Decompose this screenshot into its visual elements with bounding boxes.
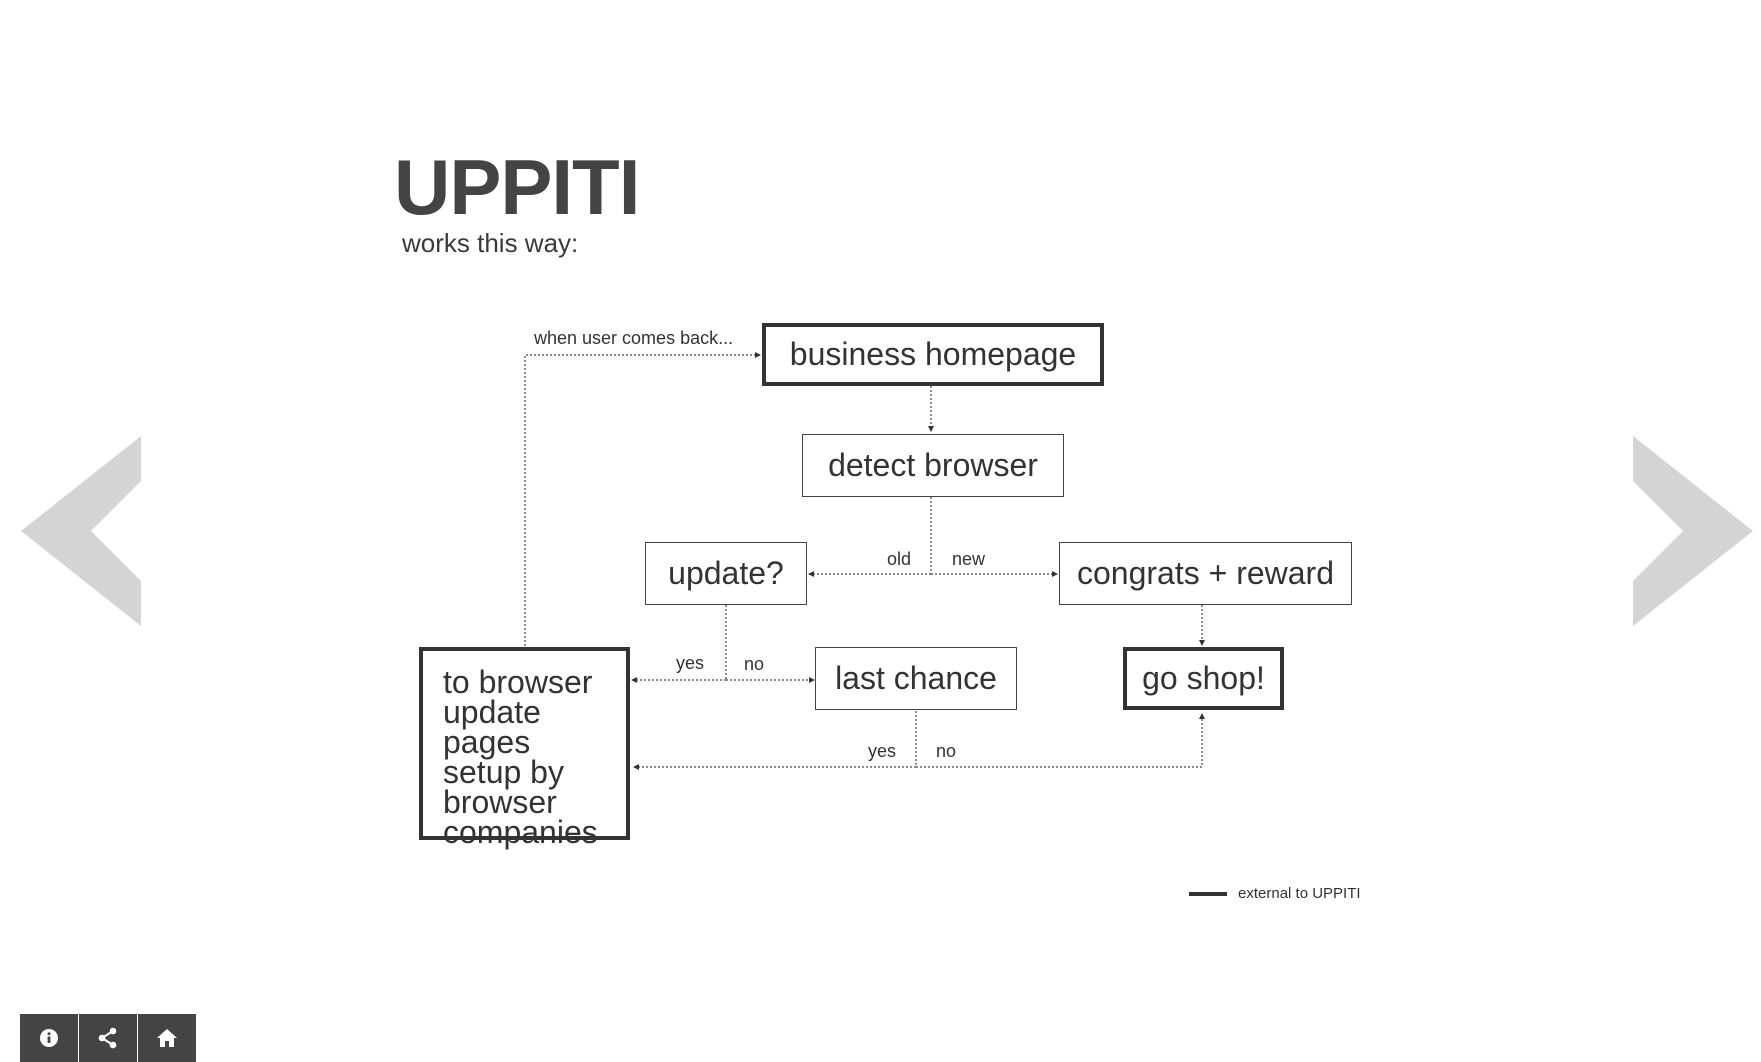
node-detect-browser: detect browser xyxy=(802,434,1064,497)
node-label: to browser update pages setup by browser… xyxy=(443,664,598,850)
legend-label: external to UPPITI xyxy=(1238,885,1361,902)
edge-label-update-no: no xyxy=(744,654,765,674)
edge-label-old: old xyxy=(887,549,912,569)
node-congrats-reward: congrats + reward xyxy=(1059,542,1352,605)
node-go-shop: go shop! xyxy=(1123,647,1284,710)
node-last-chance: last chance xyxy=(815,647,1017,710)
node-label: last chance xyxy=(835,660,997,696)
node-label: business homepage xyxy=(789,336,1077,372)
home-icon xyxy=(157,1029,177,1047)
node-update: update? xyxy=(645,542,807,605)
node-label: detect browser xyxy=(828,447,1038,483)
previous-slide-button[interactable] xyxy=(16,436,146,626)
home-button[interactable] xyxy=(138,1014,196,1062)
edge-label-update-yes: yes xyxy=(676,653,705,673)
node-business-homepage: business homepage xyxy=(762,323,1104,386)
bottom-toolbar xyxy=(20,1014,197,1062)
edge-label-last-no: no xyxy=(936,741,957,761)
edge-label-return: when user comes back... xyxy=(534,328,734,348)
legend: external to UPPITI xyxy=(1189,885,1361,902)
chevron-right-icon xyxy=(1633,436,1753,626)
info-icon xyxy=(40,1029,58,1047)
node-label: update? xyxy=(668,555,784,591)
edge-last-no xyxy=(916,713,1205,768)
chevron-left-icon xyxy=(21,436,141,626)
next-slide-button[interactable] xyxy=(1628,436,1758,626)
share-button[interactable] xyxy=(79,1014,137,1062)
share-icon xyxy=(98,1027,117,1049)
node-label: go shop! xyxy=(1142,660,1265,696)
edge-label-new: new xyxy=(952,549,986,569)
edge-return xyxy=(524,352,761,646)
node-label: congrats + reward xyxy=(1076,555,1334,591)
legend-swatch xyxy=(1189,891,1227,896)
page-title: UPPITI xyxy=(394,143,640,231)
info-button[interactable] xyxy=(20,1014,78,1062)
page-subtitle: works this way: xyxy=(402,228,579,258)
node-to-browser-update: to browser update pages setup by browser… xyxy=(419,647,630,848)
edge-label-last-yes: yes xyxy=(868,741,897,761)
